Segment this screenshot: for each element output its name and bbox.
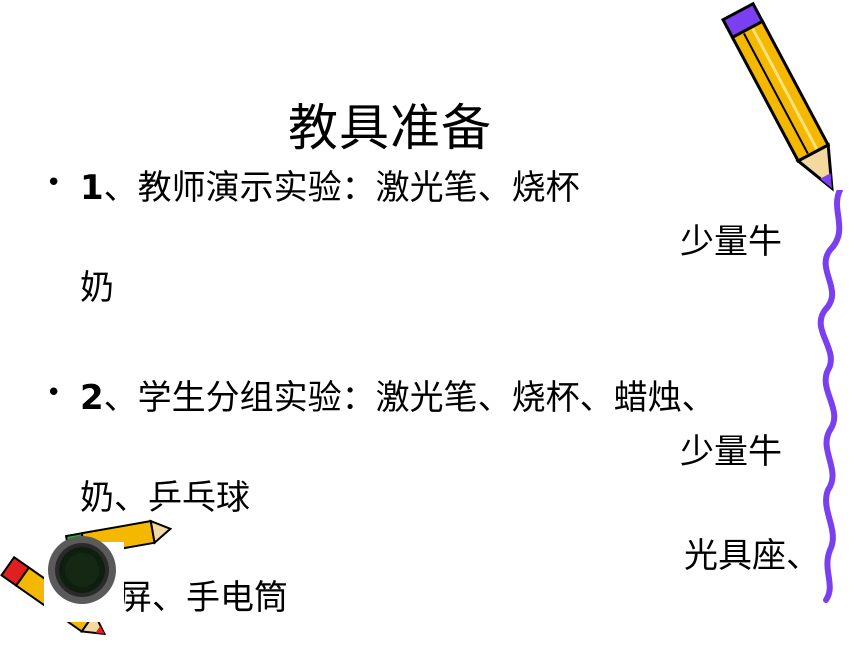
round-dark-button-icon[interactable] [46,534,118,606]
item-2-continuation-2: 奶、乒乓球 [80,478,250,518]
item-1-text: 、教师演示实验：激光笔、烧杯 [103,168,580,208]
item-2-continuation-1: 少量牛 [680,432,782,472]
item-2-line: 2、学生分组实验：激光笔、烧杯、蜡烛、 [80,370,716,419]
slide-title: 教具准备 [288,99,492,157]
purple-squiggle-line [817,190,843,603]
item-1-number: 1 [80,168,104,208]
item-2-text: 、学生分组实验：激光笔、烧杯、蜡烛、 [103,378,716,418]
pencil-icon [721,1,834,192]
bullet-1: • [46,168,62,198]
item-2-continuation-4: 屏、手电筒 [118,578,288,618]
item-1-continuation-1: 少量牛 [680,222,782,262]
item-2-number: 2 [80,378,104,418]
item-1-continuation-2: 奶 [80,268,114,308]
bullet-2: • [46,378,62,408]
item-1-line: 1、教师演示实验：激光笔、烧杯 [80,160,580,209]
item-2-continuation-3: 光具座、 [684,536,820,576]
